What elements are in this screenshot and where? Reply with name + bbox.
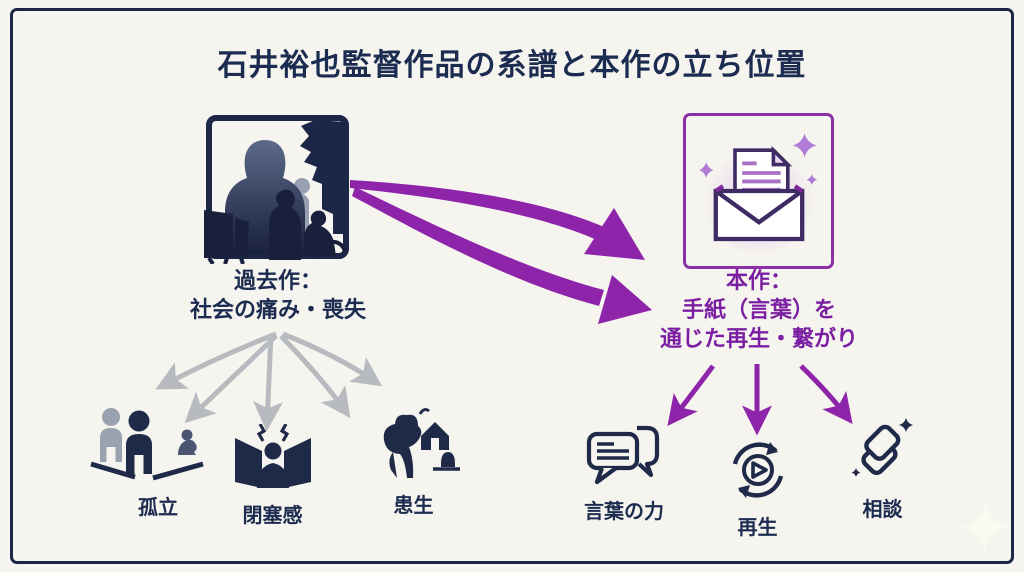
linked-cards-icon [851, 418, 913, 477]
past-theme-isolation: 孤立 [78, 402, 238, 520]
page-title: 石井裕也監督作品の系譜と本作の立ち位置 [217, 49, 807, 82]
present-theme-consultation: 相談 [825, 416, 940, 522]
transition-arrow-upper [350, 180, 645, 260]
theme-label: 閉塞感 [242, 505, 303, 527]
present-label-line1: 本作： [725, 268, 792, 293]
sparkle-icons [698, 133, 817, 185]
past-works-illustration [203, 112, 352, 266]
past-theme-pressure: 閉塞感 [215, 423, 330, 528]
grave-and-house-icon [383, 408, 460, 478]
speech-bubbles-icon [586, 425, 660, 485]
theme-label: 患生 [393, 495, 434, 517]
sparkle-star-watermark [960, 502, 1010, 552]
theme-label: 孤立 [138, 497, 178, 519]
present-work-box [683, 113, 834, 269]
present-theme-words: 言葉の力 [565, 424, 683, 524]
open-letter-envelope-icon [698, 133, 817, 251]
present-down-arrows [667, 364, 853, 436]
replay-cycle-icon [732, 442, 783, 498]
past-fan-arrows [155, 331, 383, 432]
past-theme-loss: 患生 [356, 400, 471, 518]
present-label-line2: 手紙（言葉）を [681, 297, 836, 322]
present-theme-rebirth: 再生 [700, 438, 815, 540]
past-works-label: 過去作： 社会の痛み・喪失 [118, 266, 438, 324]
isolated-figures-icon [90, 408, 204, 481]
theme-label: 再生 [737, 517, 778, 539]
present-work-label: 本作： 手紙（言葉）を 通じた再生・繋がり [633, 266, 885, 353]
present-label-line3: 通じた再生・繋がり [659, 326, 858, 351]
past-label-line2: 社会の痛み・喪失 [189, 297, 366, 322]
theme-label: 言葉の力 [584, 501, 664, 523]
theme-label: 相談 [862, 499, 903, 521]
grieving-silhouettes-illustration [204, 115, 349, 266]
past-label-line1: 過去作： [233, 268, 322, 293]
closing-walls-icon [234, 423, 311, 488]
transition-arrow-lower [352, 187, 652, 324]
